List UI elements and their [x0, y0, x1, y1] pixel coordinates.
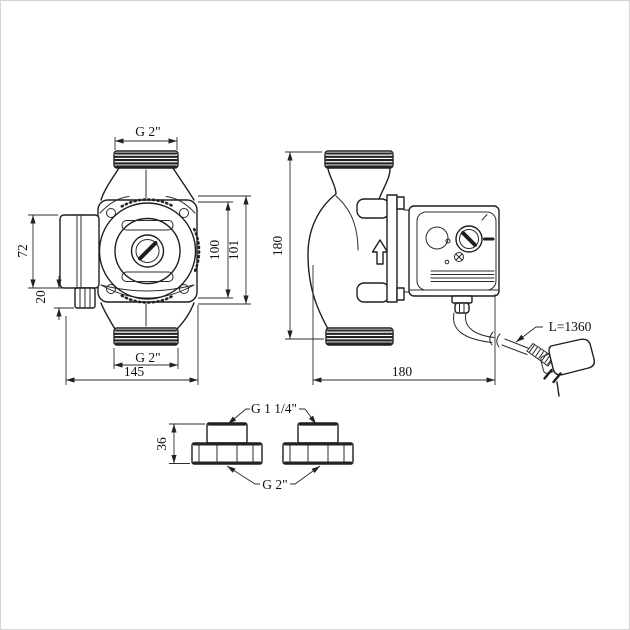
- dim-overall-width: 145: [65, 305, 199, 385]
- faceplate-vents: [430, 270, 495, 282]
- dim-overall-width-label: 145: [124, 364, 145, 379]
- speed-selector-knob: [455, 214, 495, 253]
- control-box-cable-gland: [451, 295, 473, 314]
- union-fitting-left: [191, 422, 263, 465]
- dim-terminal-box-height: 72: [15, 214, 74, 289]
- dim-body-heights: 100 101: [198, 195, 251, 305]
- fitting-inner-thread-label: G 1 1/4": [251, 401, 297, 416]
- dim-101-label: 101: [226, 240, 241, 260]
- motor-flange: [386, 194, 398, 303]
- cable-length-callout: L=1360: [514, 319, 592, 345]
- control-box: [408, 205, 500, 314]
- front-bottom-threaded-port: [100, 302, 195, 346]
- faceplate-screw: [454, 252, 464, 262]
- plug-pin: [543, 368, 553, 380]
- flange-bolt-hole: [106, 284, 116, 294]
- flow-direction-arrow-icon: [371, 239, 389, 265]
- cable-gland: [74, 287, 96, 309]
- knob-mark: [481, 214, 488, 221]
- side-pump-body: [307, 168, 411, 330]
- dim-front-bottom-port: G 2": [113, 348, 179, 369]
- dim-100-label: 100: [207, 240, 222, 261]
- power-cable: [453, 312, 596, 397]
- dim-fitting-height-label: 36: [154, 437, 169, 451]
- fitting-nut-thread-label: G 2": [262, 477, 287, 492]
- cable-break-mark: [496, 333, 501, 348]
- side-bottom-threaded-port: [325, 327, 394, 346]
- vent-slots-top: [120, 198, 175, 208]
- dim-box-height-label: 72: [15, 244, 30, 258]
- dim-top-port-label: G 2": [135, 124, 160, 139]
- dim-bottom-port-label: G 2": [135, 350, 160, 365]
- body-boss-bottom: [356, 282, 390, 303]
- dim-side-length-label: 180: [392, 364, 413, 379]
- cable-length-label: L=1360: [549, 319, 592, 334]
- plug-pin: [552, 372, 562, 384]
- dim-side-height-label: 180: [270, 236, 285, 257]
- side-top-threaded-port: [324, 150, 394, 169]
- control-box-faceplate: [416, 211, 497, 291]
- flange-bolt-hole: [179, 208, 189, 218]
- flange-bolt-hole: [179, 284, 189, 294]
- dim-cable-gland-height: 20: [33, 276, 74, 320]
- dim-fitting-height: 36: [154, 423, 205, 464]
- dim-side-length: 180: [312, 265, 496, 385]
- pump-side-view: L=1360 180 180: [270, 150, 596, 397]
- plug-earth-pin: [556, 381, 560, 397]
- cable-break-mark: [489, 331, 494, 346]
- body-boss-top: [356, 198, 390, 219]
- fitting-inner-thread-callout: G 1 1/4": [226, 401, 319, 426]
- front-top-threaded-port: [100, 150, 195, 201]
- fitting-nut-thread-callout: G 2": [225, 463, 322, 492]
- dim-side-height: 180: [270, 151, 324, 340]
- union-fitting-right: [282, 422, 354, 465]
- nameplate: [425, 226, 449, 250]
- flange-bolt-hole: [106, 208, 116, 218]
- dim-gland-height-label: 20: [33, 290, 48, 304]
- vent-plug-slot: [138, 241, 158, 261]
- union-fittings: 36 G 1 1/4" G 2": [154, 401, 354, 492]
- power-plug: [540, 338, 596, 397]
- pump-front-view: G 2" 72 20: [15, 124, 251, 385]
- vent-slots-right: [192, 227, 201, 275]
- terminal-box: [59, 214, 100, 309]
- vent-slots-bottom: [120, 294, 175, 304]
- vent-plug: [130, 234, 165, 268]
- dim-front-top-port: G 2": [114, 124, 178, 150]
